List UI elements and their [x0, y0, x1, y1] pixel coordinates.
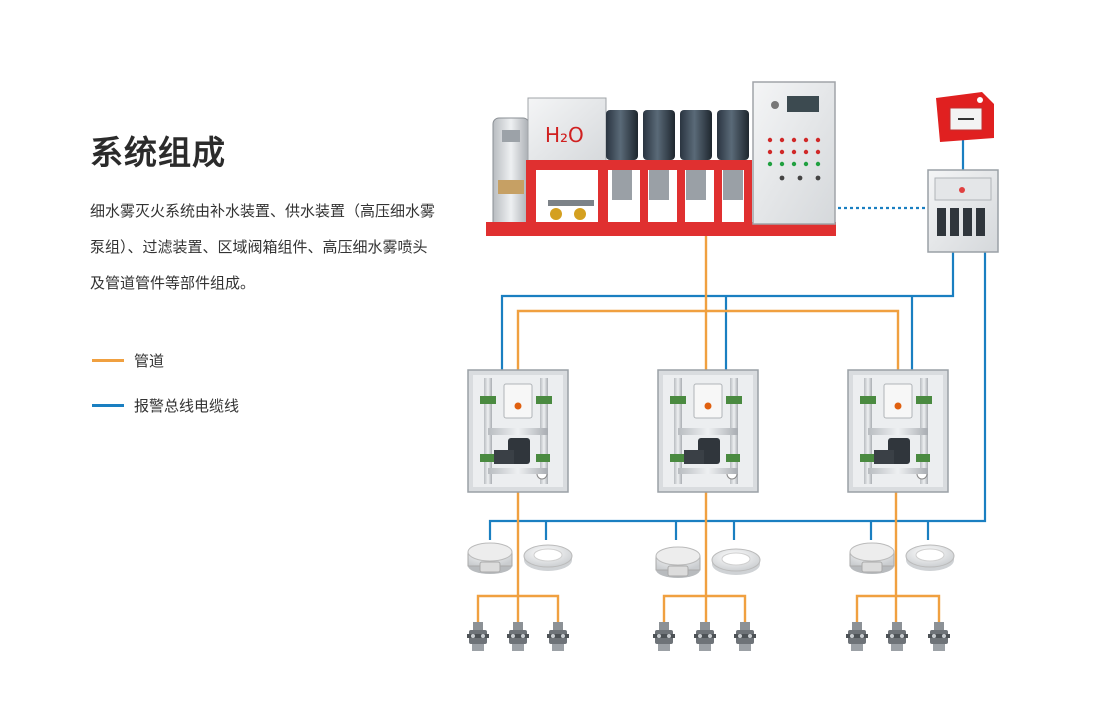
fire-alarm-controller	[927, 169, 999, 253]
legend-pipe: 管道	[92, 350, 164, 371]
legend-pipe-label: 管道	[134, 352, 165, 370]
red-frame	[486, 160, 836, 236]
pump-skid: H₂O	[486, 81, 836, 236]
zone-valve-boxes	[467, 369, 949, 493]
alarm-bus-cables	[488, 140, 987, 540]
legend-cable: 报警总线电缆线	[92, 395, 239, 416]
manual-call-point	[936, 92, 994, 142]
legend-cable-label: 报警总线电缆线	[134, 397, 240, 415]
detectors	[467, 542, 955, 579]
legend-cable-swatch	[92, 404, 124, 407]
water-pipes	[476, 235, 941, 628]
skid-valves	[548, 200, 594, 220]
control-cabinet	[752, 81, 836, 225]
legend-pipe-swatch	[92, 359, 124, 362]
section-title: 系统组成	[90, 133, 226, 172]
mist-nozzles	[467, 622, 950, 651]
system-description: 细水雾灭火系统由补水装置、供水装置（高压细水雾泵组）、过滤装置、区域阀箱组件、高…	[90, 202, 436, 292]
tank-label: H₂O	[545, 123, 584, 147]
